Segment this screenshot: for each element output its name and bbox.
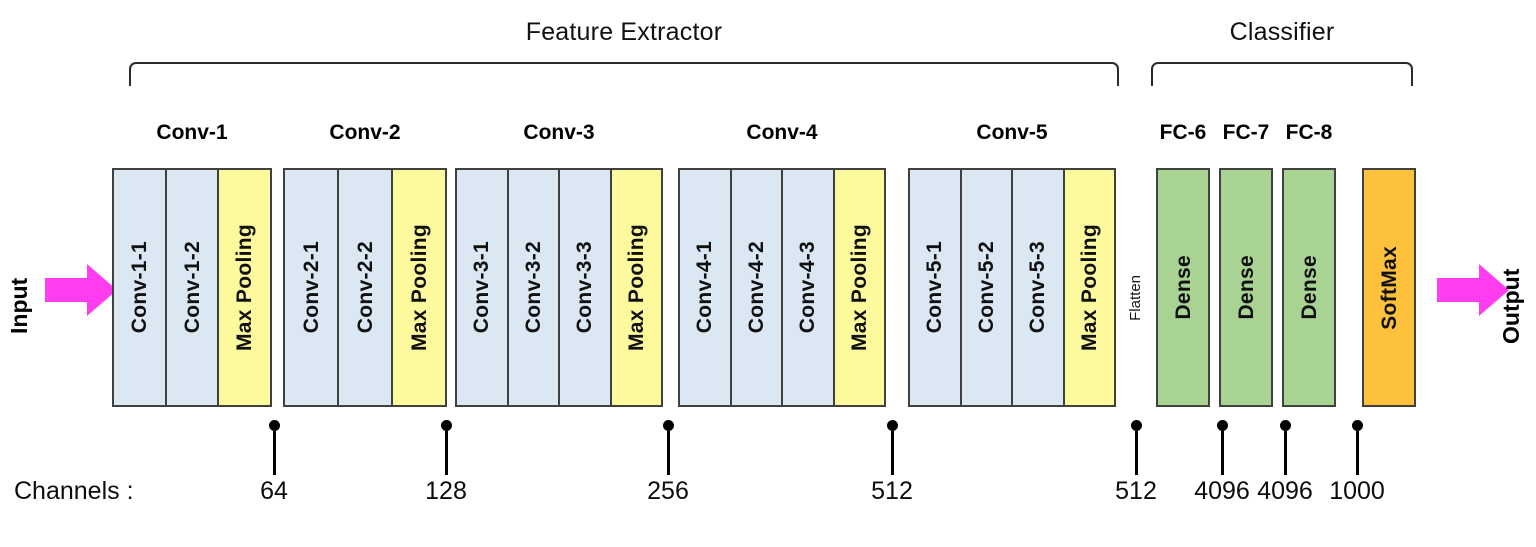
layer-label: Dense <box>1234 255 1258 320</box>
layer-conv-3-3[interactable]: Conv-3-3 <box>560 170 612 405</box>
group-header-conv-5: Conv-5 <box>976 121 1048 144</box>
channel-marker-512-conv4 <box>887 420 898 475</box>
bracket-classifier <box>1151 62 1413 86</box>
channel-marker-4096-fc7 <box>1280 420 1291 475</box>
block-group-conv-4: Conv-4-1 Conv-4-2 Conv-4-3 Max Pooling <box>678 168 886 407</box>
layer-conv-4-3[interactable]: Conv-4-3 <box>783 170 835 405</box>
channel-value-4096-fc6: 4096 <box>1194 477 1250 505</box>
channel-marker-128 <box>441 420 452 475</box>
layer-label: Max Pooling <box>847 224 871 351</box>
layer-conv-5-3[interactable]: Conv-5-3 <box>1013 170 1065 405</box>
section-title-feature-extractor: Feature Extractor <box>525 18 723 46</box>
layer-conv-3-1[interactable]: Conv-3-1 <box>457 170 509 405</box>
layer-max-pooling-3[interactable]: Max Pooling <box>611 170 661 405</box>
block-group-conv-3: Conv-3-1 Conv-3-2 Conv-3-3 Max Pooling <box>455 168 663 407</box>
layer-conv-5-1[interactable]: Conv-5-1 <box>910 170 962 405</box>
group-header-conv-2: Conv-2 <box>329 121 401 144</box>
channel-value-512-conv4: 512 <box>871 477 913 505</box>
layer-label: Max Pooling <box>407 224 431 351</box>
channel-value-256: 256 <box>647 477 689 505</box>
block-group-conv-2: Conv-2-1 Conv-2-2 Max Pooling <box>283 168 447 407</box>
layer-label: Conv-3-3 <box>573 241 597 334</box>
channel-marker-4096-fc6 <box>1217 420 1228 475</box>
layer-label: Conv-4-2 <box>744 241 768 334</box>
group-header-fc-8: FC-8 <box>1285 121 1333 144</box>
channel-marker-512-conv5 <box>1131 420 1142 475</box>
group-header-conv-3: Conv-3 <box>523 121 595 144</box>
block-group-conv-1: Conv-1-1 Conv-1-2 Max Pooling <box>112 168 272 407</box>
group-header-conv-1: Conv-1 <box>156 121 228 144</box>
layer-label: SoftMax <box>1377 245 1401 330</box>
output-label: Output <box>1498 268 1524 344</box>
channels-caption: Channels : <box>14 477 134 505</box>
layer-conv-1-2[interactable]: Conv-1-2 <box>166 170 220 405</box>
layer-label: Max Pooling <box>1077 224 1101 351</box>
layer-fc-6-dense[interactable]: Dense <box>1156 168 1210 407</box>
layer-label: Conv-3-2 <box>521 241 545 334</box>
group-header-fc-7: FC-7 <box>1222 121 1270 144</box>
layer-max-pooling-2[interactable]: Max Pooling <box>393 170 445 405</box>
layer-max-pooling-1[interactable]: Max Pooling <box>219 170 271 405</box>
layer-label: Conv-5-3 <box>1026 241 1050 334</box>
section-title-classifier: Classifier <box>1229 18 1335 46</box>
layer-conv-4-1[interactable]: Conv-4-1 <box>680 170 732 405</box>
layer-label: Conv-1-1 <box>127 241 151 334</box>
layer-fc-7-dense[interactable]: Dense <box>1219 168 1273 407</box>
group-header-fc-6: FC-6 <box>1159 121 1207 144</box>
channel-value-512-conv5: 512 <box>1115 477 1157 505</box>
flatten-step: Flatten <box>1124 243 1146 353</box>
layer-conv-2-1[interactable]: Conv-2-1 <box>285 170 339 405</box>
layer-label: Dense <box>1171 255 1195 320</box>
block-group-conv-5: Conv-5-1 Conv-5-2 Conv-5-3 Max Pooling <box>908 168 1116 407</box>
channel-marker-64 <box>269 420 280 475</box>
channel-value-128: 128 <box>425 477 467 505</box>
layer-max-pooling-4[interactable]: Max Pooling <box>834 170 884 405</box>
channel-value-64: 64 <box>260 477 288 505</box>
input-label: Input <box>6 277 32 334</box>
bracket-feature-extractor <box>129 62 1119 86</box>
layer-label: Conv-4-3 <box>796 241 820 334</box>
output-arrow-icon <box>1437 262 1509 318</box>
layer-label: Conv-2-2 <box>353 241 377 334</box>
channel-value-1000-fc8: 1000 <box>1329 477 1385 505</box>
layer-conv-3-2[interactable]: Conv-3-2 <box>508 170 560 405</box>
channel-marker-1000-fc8 <box>1352 420 1363 475</box>
flatten-label: Flatten <box>1126 275 1144 321</box>
layer-softmax[interactable]: SoftMax <box>1362 168 1416 407</box>
layer-label: Dense <box>1297 255 1321 320</box>
layer-label: Conv-5-2 <box>974 241 998 334</box>
layer-fc-8-dense[interactable]: Dense <box>1282 168 1336 407</box>
layer-label: Conv-4-1 <box>693 241 717 334</box>
layer-conv-2-2[interactable]: Conv-2-2 <box>339 170 393 405</box>
layer-label: Conv-1-2 <box>180 241 204 334</box>
layer-label: Max Pooling <box>624 224 648 351</box>
layer-conv-1-1[interactable]: Conv-1-1 <box>114 170 167 405</box>
layer-max-pooling-5[interactable]: Max Pooling <box>1064 170 1114 405</box>
input-arrow-icon <box>45 262 117 318</box>
group-header-conv-4: Conv-4 <box>746 121 818 144</box>
layer-label: Conv-5-1 <box>923 241 947 334</box>
layer-label: Max Pooling <box>233 224 257 351</box>
layer-conv-4-2[interactable]: Conv-4-2 <box>731 170 783 405</box>
layer-label: Conv-3-1 <box>470 241 494 334</box>
channel-value-4096-fc7: 4096 <box>1257 477 1313 505</box>
channel-marker-256 <box>663 420 674 475</box>
layer-conv-5-2[interactable]: Conv-5-2 <box>961 170 1013 405</box>
layer-label: Conv-2-1 <box>299 241 323 334</box>
